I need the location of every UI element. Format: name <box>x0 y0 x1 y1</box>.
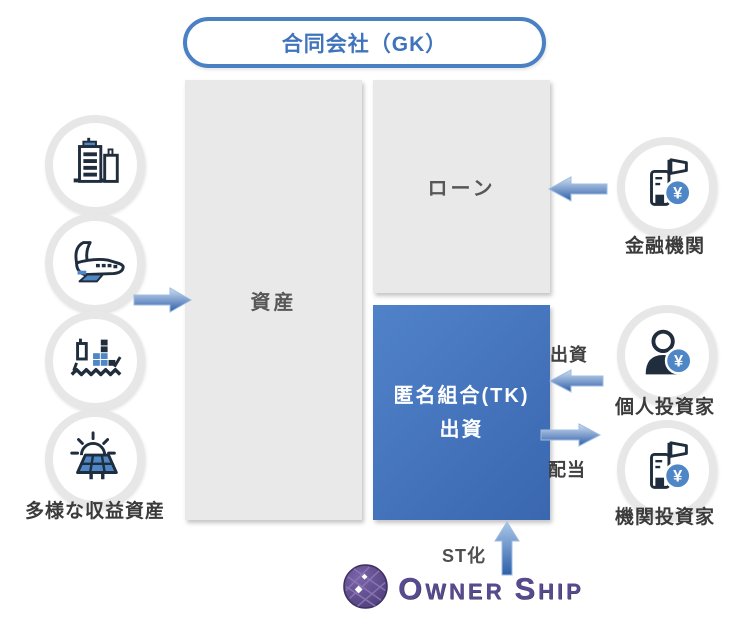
gk-title-pill: 合同会社（GK） <box>183 17 546 68</box>
asset-circle-buildings <box>45 115 145 215</box>
loan-box: ローン <box>373 80 550 293</box>
yen-symbol: ¥ <box>673 467 683 485</box>
arrow-assets-in-icon <box>133 285 193 320</box>
institutional-investor-caption: 機関投資家 <box>614 507 715 528</box>
loan-box-label: ローン <box>427 178 496 200</box>
individual-investor-caption: 個人投資家 <box>614 397 715 418</box>
dividend-flow-label: 配当 <box>548 460 586 480</box>
buildings-icon <box>64 132 126 199</box>
cargo-ship-icon <box>64 328 126 395</box>
tk-box-label-line1: 匿名組合(TK) <box>393 384 530 407</box>
investor-circle-individual: ¥ <box>617 305 717 405</box>
arrow-tk-dividend-icon <box>540 421 602 454</box>
airplane-icon <box>64 230 126 297</box>
bank-yen-icon: ¥ <box>636 154 698 221</box>
financial-institution-caption: 金融機関 <box>624 236 705 257</box>
left-assets-caption: 多様な収益資産 <box>24 501 165 522</box>
logo-ship-initial: S <box>514 571 539 606</box>
yen-symbol: ¥ <box>674 352 684 370</box>
investor-circle-institutional: ¥ <box>617 420 717 520</box>
tk-box-label-line2: 出資 <box>439 418 484 441</box>
st-flow-label: ST化 <box>442 546 487 566</box>
bank-yen-icon: ¥ <box>636 437 698 504</box>
arrow-st-up-icon <box>492 520 522 581</box>
investment-flow-label: 出資 <box>550 345 588 365</box>
asset-circle-airplane <box>45 213 145 313</box>
tk-box-label: 匿名組合(TK) 出資 <box>394 379 530 447</box>
tk-investment-box: 匿名組合(TK) 出資 <box>373 305 550 520</box>
logo-owner-initial: O <box>398 571 426 606</box>
arrow-loan-in-icon <box>546 174 608 209</box>
logo-ship-rest: HIP <box>538 579 584 604</box>
ownership-logo <box>342 563 389 615</box>
person-yen-icon: ¥ <box>636 322 698 389</box>
gk-title-label: 合同会社（GK） <box>281 32 448 56</box>
assets-box: 資産 <box>185 80 362 520</box>
yen-symbol: ¥ <box>673 184 683 202</box>
investor-circle-financial: ¥ <box>617 137 717 237</box>
ownership-globe-icon <box>342 563 389 615</box>
asset-circle-ship <box>45 311 145 411</box>
solar-panel-icon <box>64 426 126 493</box>
logo-owner-rest: WNER <box>425 579 505 604</box>
assets-box-label: 資産 <box>250 291 297 314</box>
asset-circle-solar <box>45 409 145 509</box>
arrow-tk-investment-icon <box>548 367 604 400</box>
